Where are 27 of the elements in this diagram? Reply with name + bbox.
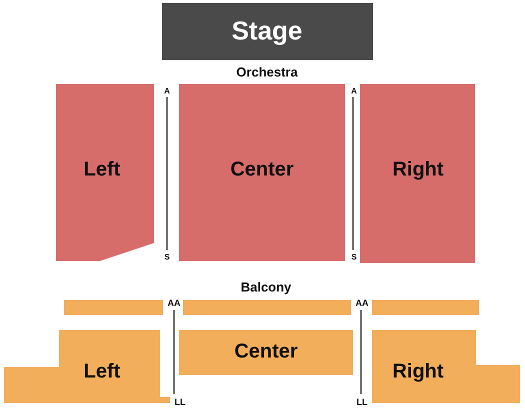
seating-row-bar xyxy=(372,300,479,315)
seating-section xyxy=(56,84,154,261)
seating-row-bar xyxy=(64,300,163,315)
seating-section xyxy=(179,330,353,375)
row-letter: A xyxy=(351,86,357,96)
seating-section xyxy=(372,330,520,403)
stage-block xyxy=(162,3,373,60)
section-label: Right xyxy=(392,158,444,182)
section-label: Left xyxy=(84,360,120,384)
seating-section xyxy=(360,84,475,263)
seating-section xyxy=(4,330,170,403)
section-label: Center xyxy=(234,340,298,364)
row-letter: LL xyxy=(174,397,186,407)
row-letter: A xyxy=(164,86,170,96)
section-label: Left xyxy=(84,158,120,182)
seating-row-bar xyxy=(183,300,351,315)
row-letter: LL xyxy=(356,397,368,407)
stage-label: Stage xyxy=(232,16,302,46)
section-label: Right xyxy=(392,360,444,384)
row-letter: AA xyxy=(356,298,368,308)
seating-section xyxy=(179,84,345,261)
row-letter: S xyxy=(164,252,170,262)
area-title: Orchestra xyxy=(236,64,298,80)
row-letter: S xyxy=(351,252,357,262)
row-letter: AA xyxy=(168,298,180,308)
area-title: Balcony xyxy=(240,280,292,294)
section-label: Center xyxy=(230,158,294,182)
